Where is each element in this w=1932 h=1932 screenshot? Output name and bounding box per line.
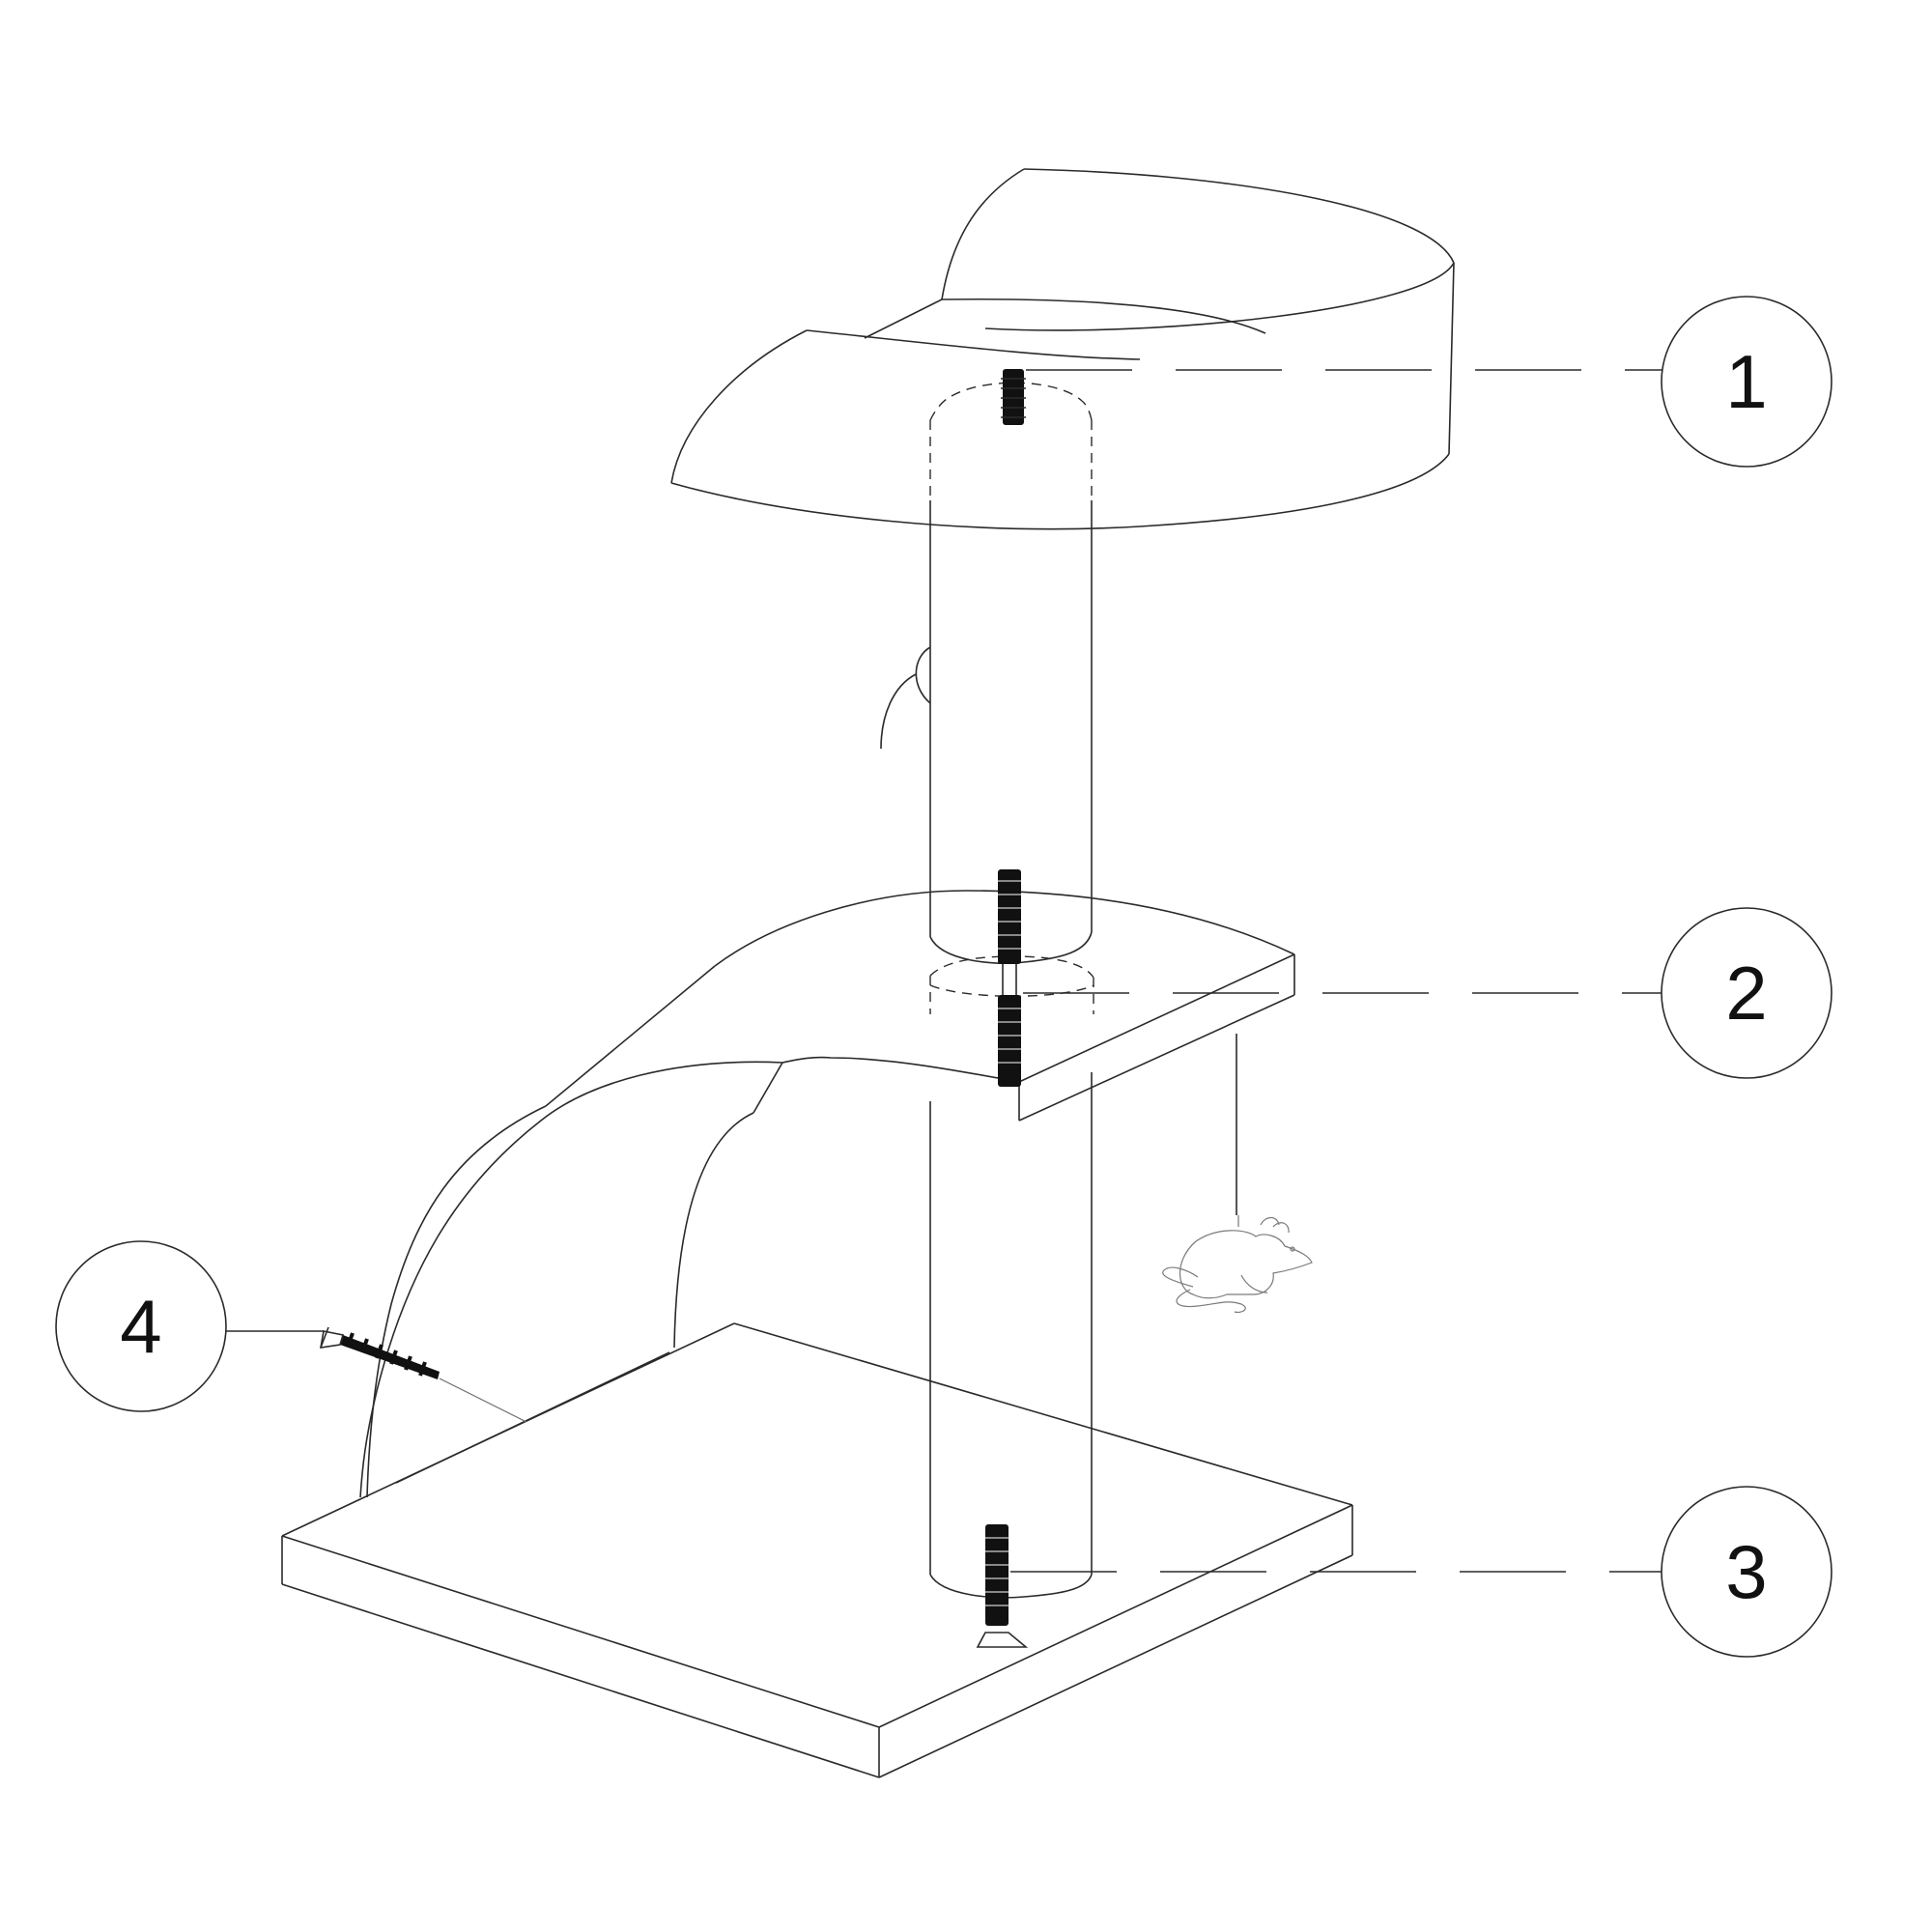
callout-label-4: 4 [120,1284,161,1369]
bolt-2-upper [996,869,1023,964]
base-board [281,1322,1353,1778]
callout-4: 4 [55,1240,227,1412]
leader-lines [226,369,1671,1573]
bolt-1 [1001,369,1026,425]
middle-shelf [359,890,1295,1498]
lower-post [929,1072,1093,1599]
callout-3: 3 [1661,1486,1833,1658]
callout-label-3: 3 [1725,1529,1767,1614]
top-perch [670,168,1455,530]
callout-2: 2 [1661,907,1833,1079]
mouse-toy [1162,1215,1313,1314]
upper-post [880,382,1093,965]
callout-label-1: 1 [1725,339,1767,424]
bolt-3 [976,1524,1029,1648]
callout-label-2: 2 [1725,951,1767,1036]
screw-4 [320,1326,527,1423]
bolt-2-lower [996,964,1023,1087]
hardware [320,369,1029,1648]
callout-1: 1 [1661,296,1833,468]
